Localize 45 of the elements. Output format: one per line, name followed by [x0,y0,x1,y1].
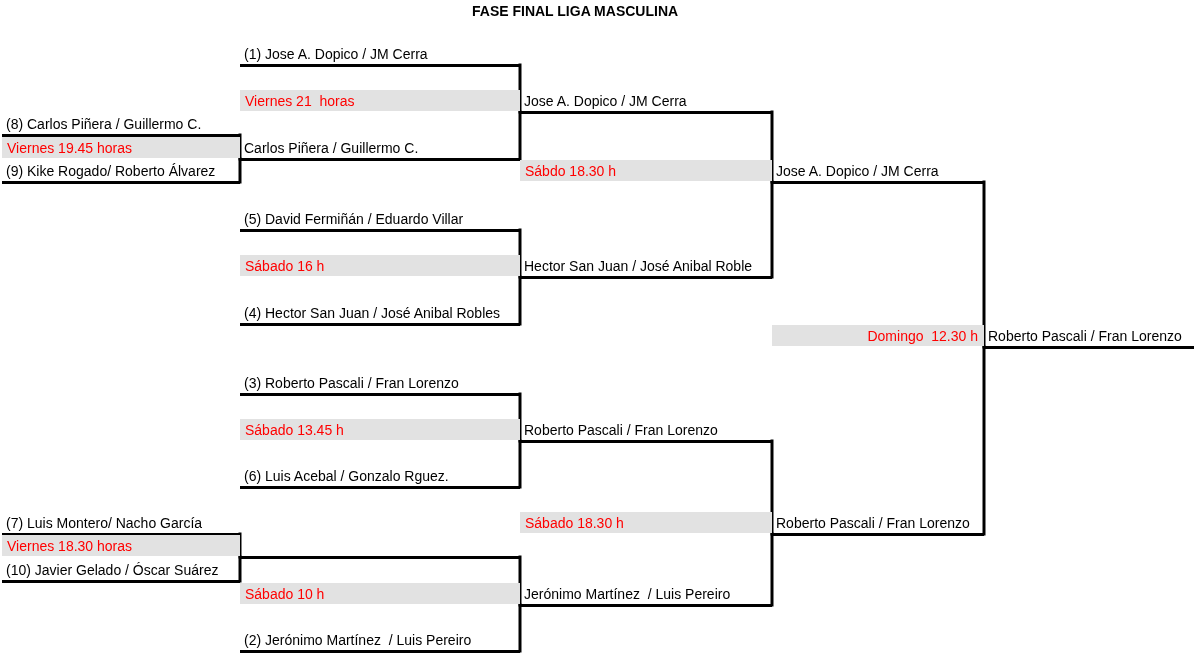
bracket-connector [518,228,522,279]
match-time-band: Viernes 21 horas [240,90,520,111]
team-name: Hector San Juan / José Anibal Roble [520,254,772,279]
team-name: (5) David Fermiñán / Eduardo Villar [240,207,520,232]
match-time-band: Viernes 19.45 horas [2,137,240,158]
match-time-band: Sábado 18.30 h [520,512,772,533]
bracket-connector [238,532,242,559]
bracket-connector [770,180,774,279]
team-name: Roberto Pascali / Fran Lorenzo [520,418,772,443]
team-name: Jose A. Dopico / JM Cerra [520,89,772,114]
team-name: Jose A. Dopico / JM Cerra [772,159,984,184]
team-name: (9) Kike Rogado/ Roberto Álvarez [2,159,240,184]
diagram-title: FASE FINAL LIGA MASCULINA [472,3,679,20]
match-time-band: Sábado 16 h [240,255,520,276]
team-name: (10) Javier Gelado / Óscar Suárez [2,558,240,583]
team-name: (4) Hector San Juan / José Anibal Robles [240,301,520,326]
bracket-line [240,555,520,559]
bracket-connector [518,439,522,489]
bracket-connector [518,110,522,161]
bracket-connector [518,555,522,607]
bracket-connector [238,133,242,161]
bracket-connector [770,439,774,536]
match-time-band: Sábdo 18.30 h [520,160,772,181]
match-time-band: Sábado 13.45 h [240,419,520,440]
team-name: (6) Luis Acebal / Gonzalo Rguez. [240,464,520,489]
team-name: Jerónimo Martínez / Luis Pereiro [520,582,772,607]
bracket-connector [518,603,522,653]
match-time-band: Domingo 12.30 h [772,325,984,346]
bracket-connector [770,110,774,184]
bracket-connector [518,392,522,443]
team-name: (1) Jose A. Dopico / JM Cerra [240,42,520,67]
team-name: (2) Jerónimo Martínez / Luis Pereiro [240,628,520,653]
match-time-band: Sábado 10 h [240,583,520,604]
match-time-band: Viernes 18.30 horas [2,535,240,556]
bracket-connector [238,555,242,583]
bracket-connector [982,180,986,349]
bracket-connector [982,345,986,536]
team-name: Carlos Piñera / Guillermo C. [240,136,520,161]
team-name: Roberto Pascali / Fran Lorenzo [772,511,984,536]
bracket-connector [518,63,522,114]
team-name: (3) Roberto Pascali / Fran Lorenzo [240,371,520,396]
bracket-connector [518,275,522,326]
team-name: Roberto Pascali / Fran Lorenzo [984,324,1194,349]
bracket-connector [238,157,242,184]
bracket-connector [770,532,774,607]
